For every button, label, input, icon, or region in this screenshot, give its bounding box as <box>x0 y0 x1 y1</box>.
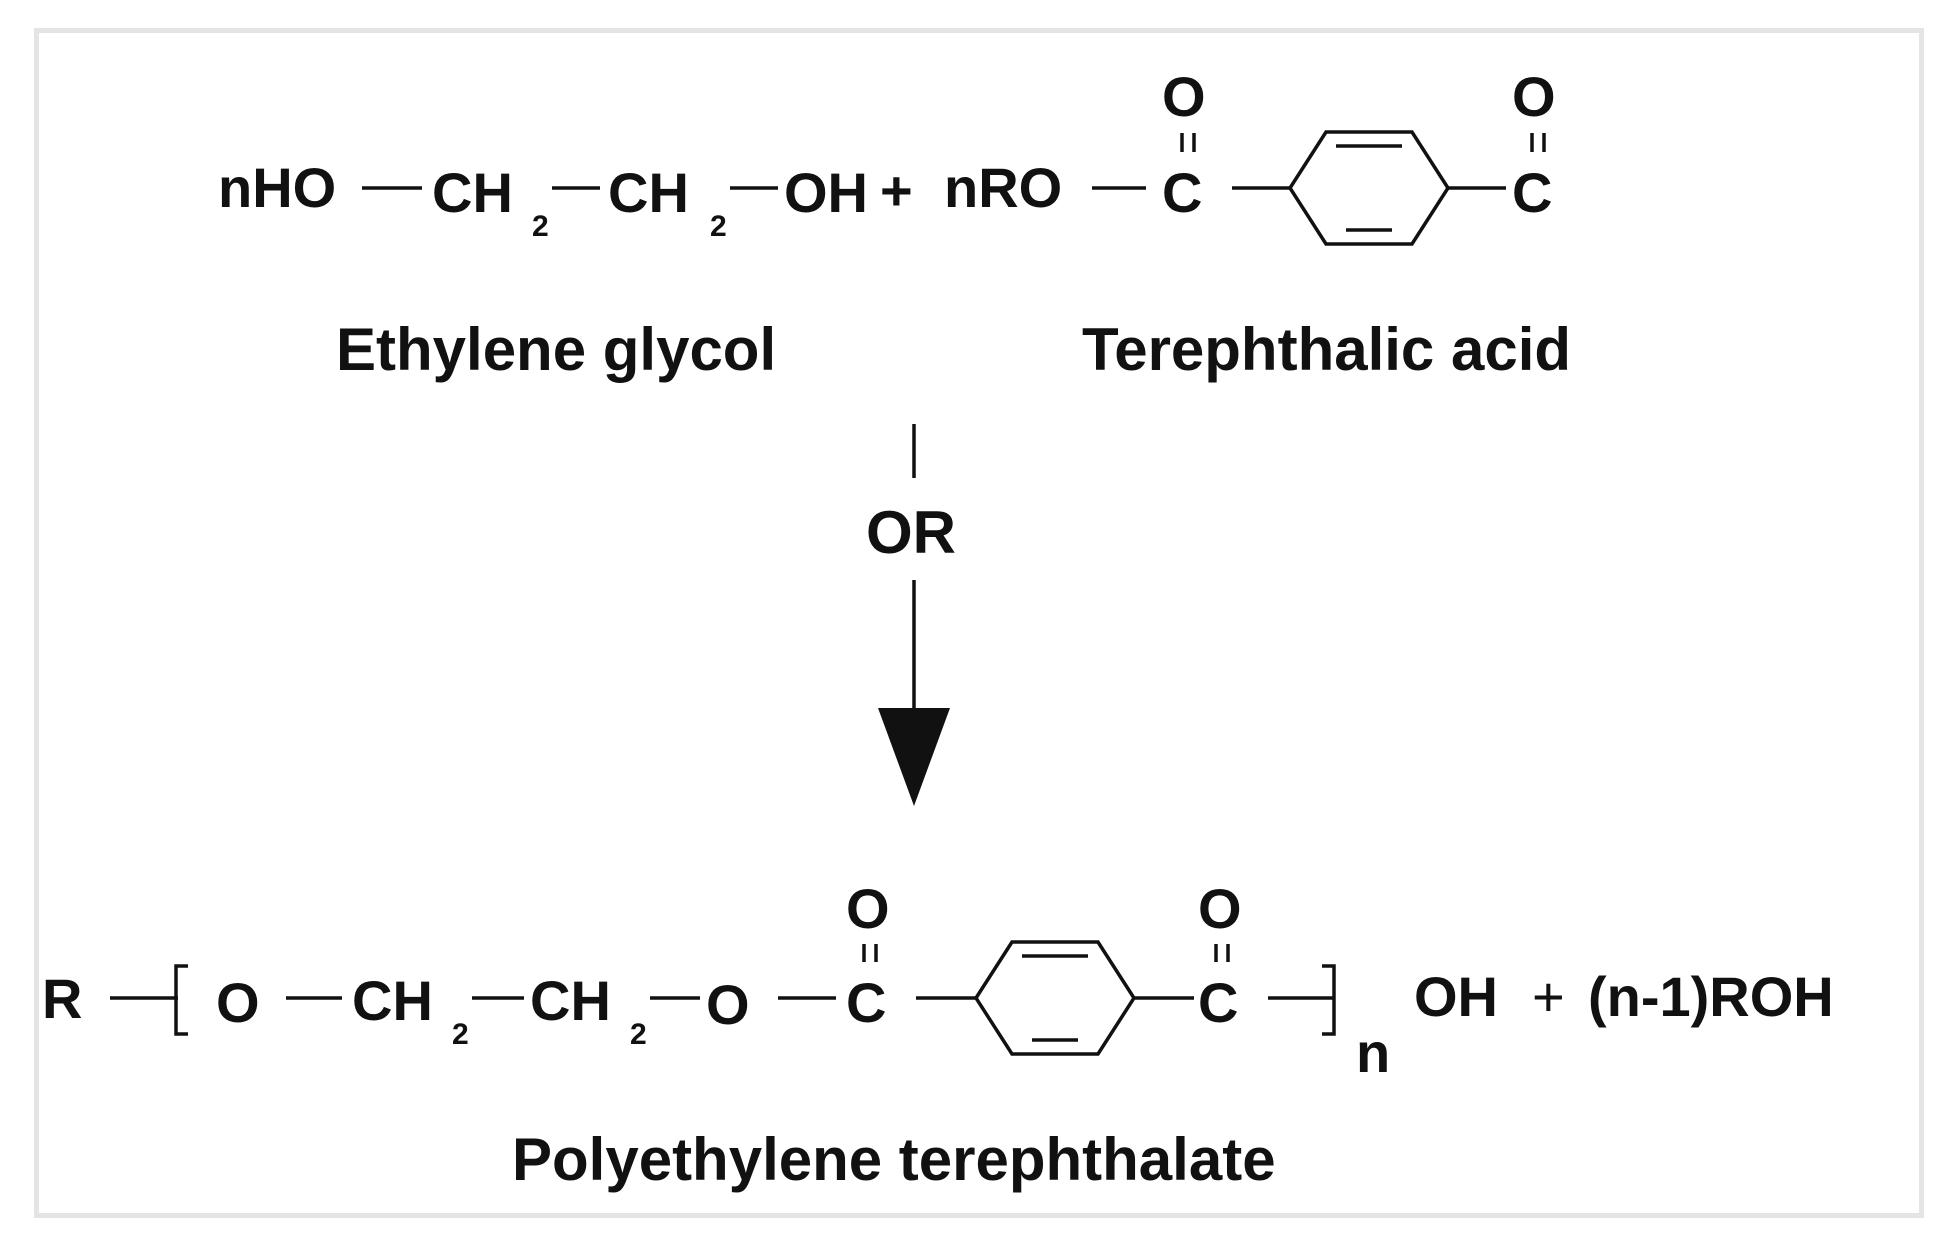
plus-sign: + <box>1532 965 1565 1028</box>
ch2-b-sub: 2 <box>630 1018 647 1051</box>
byproduct: (n-1)ROH <box>1588 965 1834 1028</box>
ch2-b: CH <box>608 161 689 224</box>
label-ethylene-glycol: Ethylene glycol <box>336 316 776 383</box>
plus-sign: + <box>880 159 913 222</box>
ch2-a: CH <box>352 969 433 1032</box>
benzene-ring-bottom <box>973 940 1137 1056</box>
oxygen-left: O <box>216 971 260 1034</box>
oxygen-right: O <box>706 973 750 1036</box>
benzene-ring-top <box>1287 130 1451 246</box>
carbonyl-o-right: O <box>1198 877 1242 940</box>
product: R O CH 2 CH 2 O C O C O n OH + <box>42 877 1834 1084</box>
repeat-count-n: n <box>1356 1021 1390 1084</box>
figure-frame <box>34 28 1924 1218</box>
carbonyl-o-left: O <box>1162 65 1206 128</box>
reaction-arrow: OR <box>866 424 956 806</box>
ch2-b: CH <box>530 969 611 1032</box>
glycol-prefix: nHO <box>218 156 336 219</box>
hydroxyl: OH <box>784 161 868 224</box>
condition-label: OR <box>866 499 956 566</box>
ch2-a-sub: 2 <box>452 1018 469 1051</box>
carbonyl-o-right: O <box>1512 65 1556 128</box>
ch2-a: CH <box>432 161 513 224</box>
end-group-r: R <box>42 967 82 1030</box>
carbonyl-c-left: C <box>846 971 886 1034</box>
end-group-oh: OH <box>1414 965 1498 1028</box>
carbonyl-o-left: O <box>846 877 890 940</box>
ester-prefix: nRO <box>944 156 1062 219</box>
arrow-head <box>878 708 950 806</box>
ch2-a-sub: 2 <box>532 210 549 243</box>
carbonyl-c-left: C <box>1162 161 1202 224</box>
repeat-bracket-right <box>1322 964 1336 1036</box>
ch2-b-sub: 2 <box>710 210 727 243</box>
carbonyl-c-right: C <box>1512 161 1552 224</box>
label-terephthalic-acid: Terephthalic acid <box>1082 316 1571 383</box>
reactants: nHO CH 2 CH 2 OH + nRO C O C O <box>218 65 1556 246</box>
label-polyethylene-terephthalate: Polyethylene terephthalate <box>512 1126 1276 1193</box>
carbonyl-c-right: C <box>1198 971 1238 1034</box>
repeat-bracket-left <box>174 964 188 1036</box>
